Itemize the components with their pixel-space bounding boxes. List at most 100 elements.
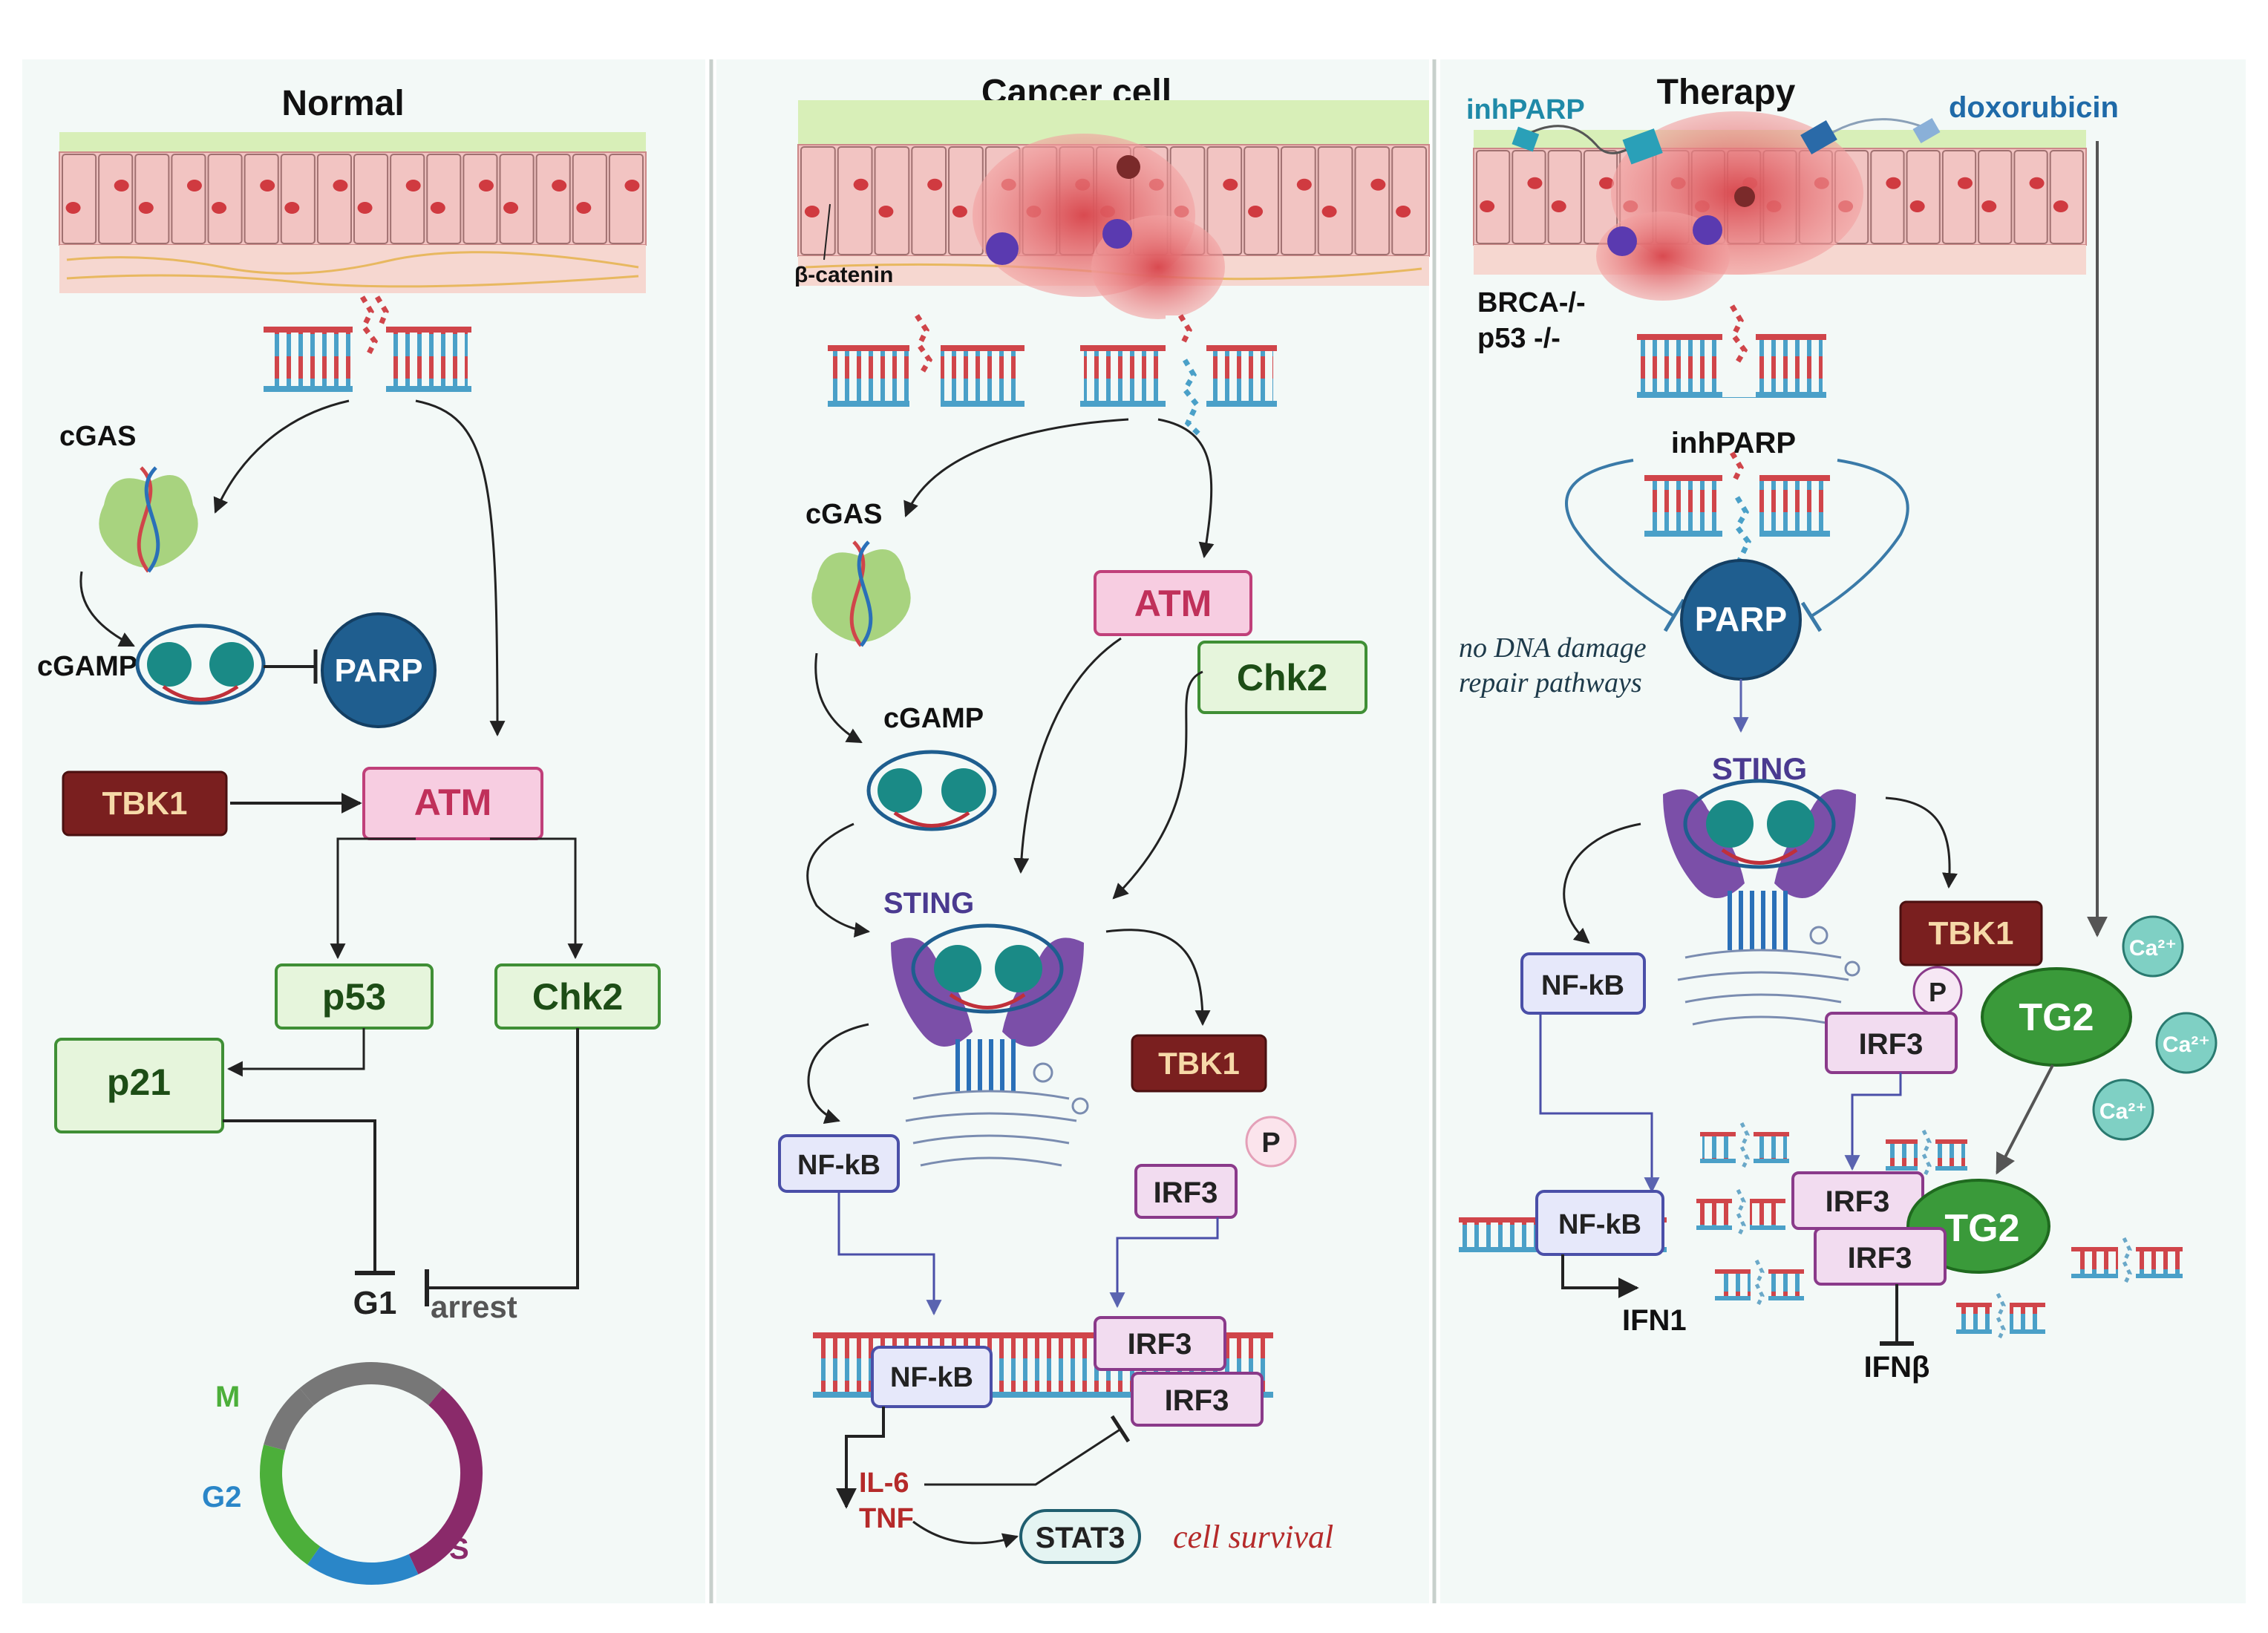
ca-ion-1: Ca²⁺ — [2122, 915, 2184, 978]
beta-catenin-label: β-catenin — [794, 263, 893, 287]
arrow-dna-to-atm-c — [1157, 418, 1215, 559]
svg-text:TBK1: TBK1 — [1158, 1046, 1240, 1081]
cancer-irf3-dna-1: IRF3 — [1094, 1316, 1226, 1371]
ca-ion-2: Ca²⁺ — [2155, 1012, 2218, 1074]
inhibit-right-parp — [1810, 459, 1909, 618]
svg-text:IRF3: IRF3 — [1128, 1328, 1192, 1361]
normal-title: Normal — [281, 84, 404, 123]
cancer-nfkb: NF-kB — [778, 1134, 900, 1193]
svg-text:TG2: TG2 — [2019, 996, 2094, 1039]
ca-ion-3: Ca²⁺ — [2092, 1079, 2154, 1141]
arrow-tg2-to-tg2dna — [1996, 1064, 2054, 1175]
arrow-cgas-to-cgamp-c — [814, 652, 863, 744]
normal-epithelium — [59, 132, 647, 293]
svg-text:IRF3: IRF3 — [1154, 1177, 1218, 1209]
cancer-nfkb-dna: NF-kB — [871, 1346, 993, 1408]
inhibit-chk2-g1 — [427, 1028, 579, 1289]
phase-m-label: M — [215, 1381, 240, 1413]
cancer-epithelium — [797, 100, 1430, 319]
normal-p21: p21 — [54, 1038, 224, 1133]
tnf-label: TNF — [859, 1503, 914, 1534]
therapy-nfkb-dna: NF-kB — [1535, 1190, 1664, 1256]
normal-cgas-label: cGAS — [59, 421, 136, 452]
therapy-irf3-a: IRF3 — [1791, 1171, 1924, 1230]
normal-tbk1: TBK1 — [62, 770, 228, 837]
svg-text:NF-kB: NF-kB — [1558, 1209, 1641, 1240]
therapy-parp: PARP — [1680, 559, 1802, 681]
arrow-chk2-to-sting — [1112, 670, 1203, 900]
no-repair-line-2: repair pathways — [1459, 667, 1642, 698]
svg-text:Ca²⁺: Ca²⁺ — [2099, 1099, 2147, 1124]
therapy-irf3: IRF3 — [1825, 1012, 1958, 1074]
svg-text:P: P — [1929, 977, 1947, 1007]
therapy-dna-mid — [1644, 451, 1830, 575]
normal-cgamp-icon — [135, 624, 266, 705]
arrow-dna-to-cgas-c — [903, 418, 1129, 517]
svg-text:NF-kB: NF-kB — [1541, 970, 1624, 1001]
arrow-cgamp-to-sting-c — [806, 822, 871, 938]
svg-text:TBK1: TBK1 — [1929, 915, 2014, 952]
svg-text:p53: p53 — [322, 976, 386, 1018]
svg-text:IRF3: IRF3 — [1859, 1028, 1924, 1061]
svg-text:Ca²⁺: Ca²⁺ — [2129, 936, 2177, 961]
therapy-p-badge: P — [1912, 966, 1963, 1016]
phase-s-label: S — [449, 1533, 469, 1565]
inhibit-left-parp — [1565, 459, 1676, 618]
svg-text:IRF3: IRF3 — [1826, 1185, 1890, 1218]
cancer-cgas-icon — [811, 540, 911, 647]
cancer-tbk1: TBK1 — [1131, 1034, 1267, 1093]
normal-parp: PARP — [321, 612, 437, 728]
genotype-brca-label: BRCA-/- — [1477, 287, 1586, 318]
arrow-sting-to-nfkb-t — [1563, 822, 1641, 944]
cancer-sting-icon — [891, 923, 1089, 1167]
inhibit-p21-g1 — [223, 1119, 376, 1273]
arrow-sting-to-tbk1-c — [1105, 929, 1211, 1027]
svg-text:P: P — [1261, 1128, 1280, 1159]
cancer-atm: ATM — [1094, 570, 1252, 636]
arrow-p53-to-p21 — [226, 1028, 365, 1077]
therapy-tg2: TG2 — [1981, 967, 2132, 1067]
therapy-sting-icon — [1663, 779, 1860, 1026]
cancer-dna-1 — [828, 314, 1024, 408]
therapy-epithelium — [1473, 111, 2087, 301]
normal-atm: ATM — [362, 767, 543, 840]
svg-text:IRF3: IRF3 — [1848, 1242, 1912, 1274]
arrow-sting-to-nfkb-c — [807, 1023, 869, 1124]
cancer-irf3-dna-2: IRF3 — [1131, 1372, 1264, 1427]
arrow-nfkb-to-dna-c — [837, 1191, 942, 1316]
damaged-dna-fragments — [1696, 1122, 2183, 1343]
cell-survival-label: cell survival — [1173, 1519, 1333, 1555]
cancer-dna-2 — [1080, 314, 1277, 436]
normal-dna — [264, 295, 471, 397]
svg-text:ATM: ATM — [1134, 583, 1212, 624]
inhibit-il6-irf3 — [924, 1427, 1122, 1486]
panel-therapy: Therapy inhPARP doxorubicin BRCA-/- p53 … — [1459, 73, 2218, 1384]
cancer-cgamp-label: cGAMP — [883, 703, 984, 734]
arrow-irf3-to-dna-t — [1844, 1073, 1902, 1171]
svg-text:TBK1: TBK1 — [102, 785, 188, 822]
svg-text:Chk2: Chk2 — [532, 976, 623, 1018]
normal-cgas-icon — [99, 466, 198, 573]
therapy-dna-top — [1637, 304, 1826, 398]
stat3-node: STAT3 — [1019, 1509, 1141, 1564]
arrow-nfkb-to-dna-t — [1539, 1013, 1660, 1194]
svg-text:Chk2: Chk2 — [1237, 657, 1327, 698]
cancer-chk2: Chk2 — [1197, 641, 1367, 714]
arrow-atm-to-sting — [1013, 637, 1122, 874]
svg-text:NF-kB: NF-kB — [797, 1150, 880, 1181]
therapy-nfkb: NF-kB — [1520, 952, 1646, 1015]
cancer-sting-label: STING — [883, 887, 974, 920]
svg-text:Ca²⁺: Ca²⁺ — [2163, 1033, 2210, 1057]
normal-arrest-label: arrest — [431, 1289, 517, 1324]
normal-chk2: Chk2 — [494, 963, 661, 1030]
cell-cycle-ring — [260, 1362, 483, 1585]
cancer-cgamp-icon — [866, 750, 997, 831]
arrow-atm-to-p53 — [330, 837, 416, 960]
il6-label: IL-6 — [859, 1467, 909, 1499]
therapy-tbk1: TBK1 — [1899, 900, 2043, 966]
svg-text:ATM: ATM — [414, 782, 492, 823]
normal-p53: p53 — [275, 963, 434, 1030]
svg-text:TG2: TG2 — [1944, 1207, 2019, 1250]
